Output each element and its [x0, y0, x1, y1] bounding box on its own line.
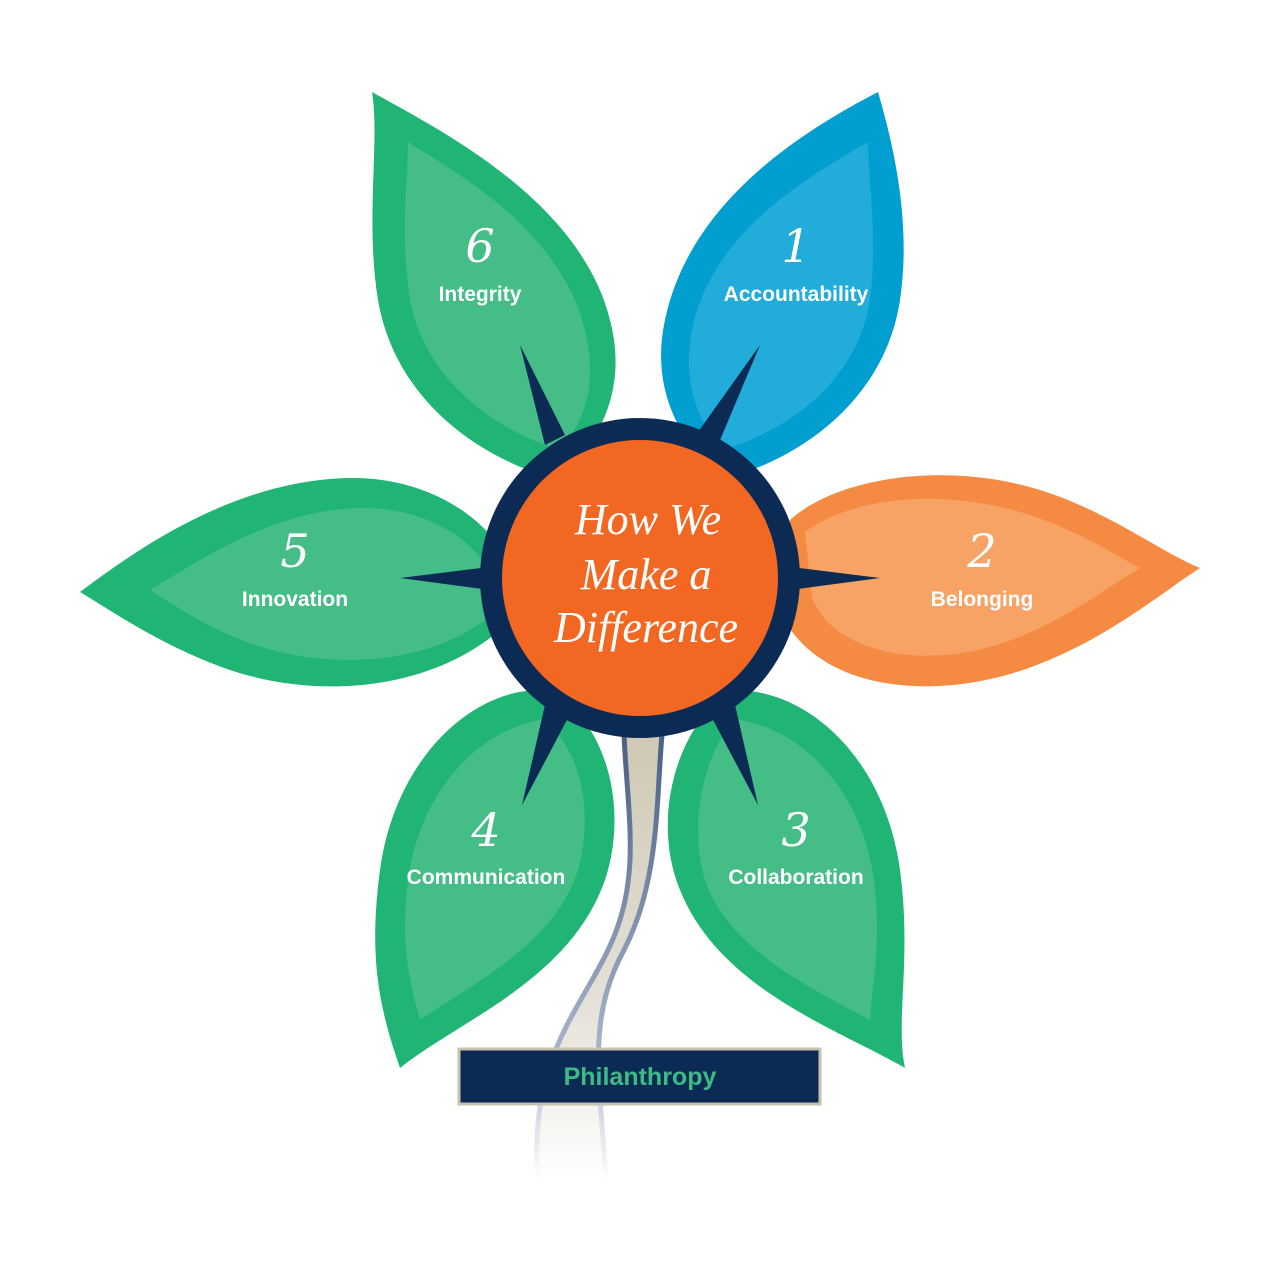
petal-3-collaboration — [667, 690, 905, 1068]
center-title-line-1: How We — [574, 495, 721, 544]
petal-6-integrity — [372, 92, 616, 480]
petal-6-label: Integrity — [439, 283, 522, 306]
center-title-line-3: Difference — [553, 603, 738, 652]
petal-2-belonging — [780, 475, 1200, 687]
petal-3-number: 3 — [781, 803, 810, 857]
petal-4-number: 4 — [470, 803, 500, 857]
petal-4-label: Communication — [407, 866, 566, 889]
petal-5-number: 5 — [280, 524, 309, 578]
petal-1-number: 1 — [781, 219, 810, 273]
center-title-line-2: Make a — [580, 550, 712, 599]
petal-1-label: Accountability — [724, 283, 869, 306]
banner-label: Philanthropy — [564, 1063, 717, 1091]
petal-6-number: 6 — [465, 219, 494, 273]
petal-3-label: Collaboration — [728, 866, 863, 889]
petal-2-number: 2 — [966, 524, 996, 578]
petal-1-accountability — [661, 92, 904, 480]
petal-2-label: Belonging — [931, 588, 1034, 611]
philanthropy-banner: Philanthropy — [457, 1047, 822, 1106]
petal-4-communication — [375, 690, 615, 1068]
center-disc: How We Make a Difference — [480, 418, 800, 738]
petal-5-label: Innovation — [242, 588, 348, 611]
center-spikes — [400, 345, 880, 805]
petal-5-innovation — [80, 477, 510, 687]
